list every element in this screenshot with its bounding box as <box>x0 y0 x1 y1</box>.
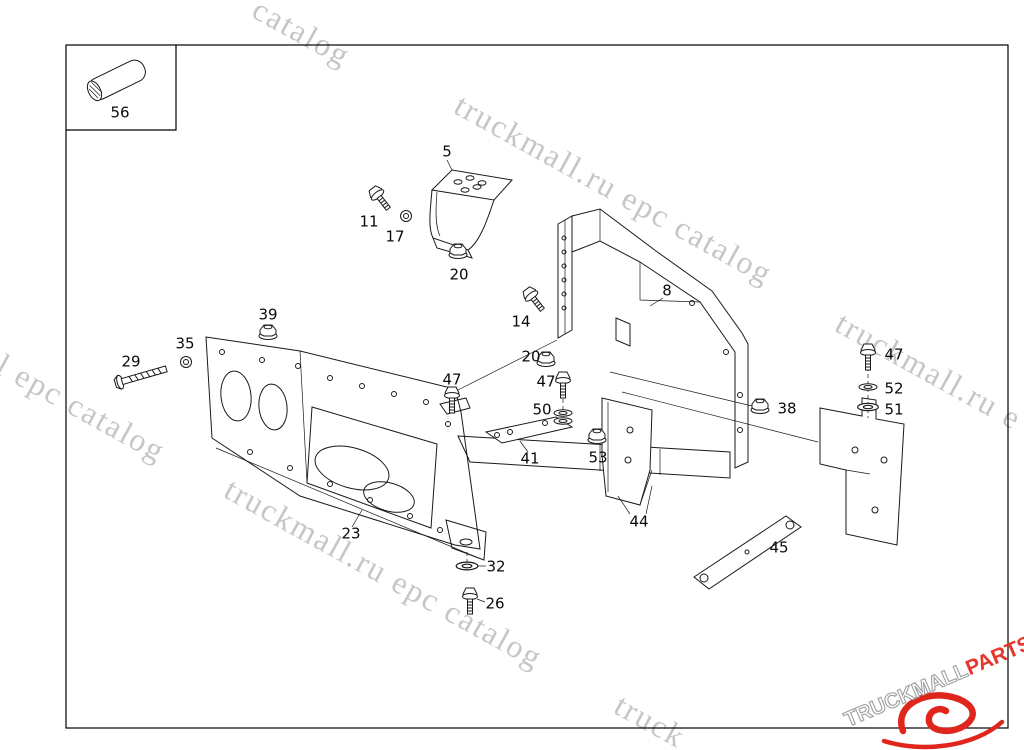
part-45-strap <box>693 515 802 590</box>
part-label-56[interactable]: 56 <box>110 103 130 122</box>
leader-lines <box>466 360 869 603</box>
washer-50a <box>553 409 573 417</box>
watermark-text: truckmall.ru epc catalog <box>449 87 780 292</box>
part-label-23[interactable]: 23 <box>341 524 361 543</box>
part-8-bracket <box>557 208 749 469</box>
watermark-text: truck <box>609 687 693 750</box>
washer-32 <box>455 561 479 571</box>
part-label-20[interactable]: 20 <box>521 347 541 366</box>
inset-box <box>66 45 177 131</box>
part-label-29[interactable]: 29 <box>121 352 141 371</box>
logo-suffix: PARTS <box>962 632 1024 680</box>
part-label-14[interactable]: 14 <box>511 312 531 331</box>
frame-border <box>65 44 1009 729</box>
bolt-47-mid <box>555 371 571 399</box>
part-56-pin <box>86 59 146 102</box>
right-bracket <box>819 397 905 546</box>
part-label-53[interactable]: 53 <box>588 448 608 467</box>
part-label-32[interactable]: 32 <box>486 557 506 576</box>
nut-53 <box>587 428 607 444</box>
part-label-20[interactable]: 20 <box>449 265 469 284</box>
bolt-14 <box>519 284 549 315</box>
watermark-text: catalog <box>247 0 358 74</box>
part-label-47[interactable]: 47 <box>884 345 904 364</box>
part-label-11[interactable]: 11 <box>359 212 379 231</box>
part-label-5[interactable]: 5 <box>442 142 452 161</box>
nut-20-top <box>448 243 468 259</box>
part-label-17[interactable]: 17 <box>385 227 405 246</box>
part-label-47[interactable]: 47 <box>442 370 462 389</box>
washer-52 <box>858 383 878 391</box>
part-label-35[interactable]: 35 <box>175 334 195 353</box>
part-label-39[interactable]: 39 <box>258 305 278 324</box>
part-label-38[interactable]: 38 <box>777 399 797 418</box>
part-label-51[interactable]: 51 <box>884 400 904 419</box>
part-label-8[interactable]: 8 <box>662 281 672 300</box>
part-5-bracket <box>429 159 513 259</box>
part-label-26[interactable]: 26 <box>485 594 505 613</box>
washer-35 <box>180 356 192 368</box>
part-44-bracket <box>601 397 653 515</box>
part-label-41[interactable]: 41 <box>520 449 540 468</box>
logo-swirl-icon <box>881 692 1005 750</box>
washer-51 <box>857 402 879 412</box>
washer-50b <box>553 417 573 425</box>
part-label-47[interactable]: 47 <box>536 372 556 391</box>
part-label-50[interactable]: 50 <box>532 400 552 419</box>
part-label-45[interactable]: 45 <box>769 538 789 557</box>
part-23-panel <box>205 336 487 561</box>
brand-logo: TRUCKMALLPARTS <box>840 632 1024 750</box>
part-label-44[interactable]: 44 <box>629 512 649 531</box>
nut-38 <box>750 398 770 414</box>
bolt-11 <box>365 183 395 214</box>
washer-17 <box>400 210 412 222</box>
part-label-52[interactable]: 52 <box>884 379 904 398</box>
nut-39 <box>258 324 278 340</box>
watermark-text: l epc catalog <box>0 347 172 469</box>
line-art <box>86 59 905 615</box>
